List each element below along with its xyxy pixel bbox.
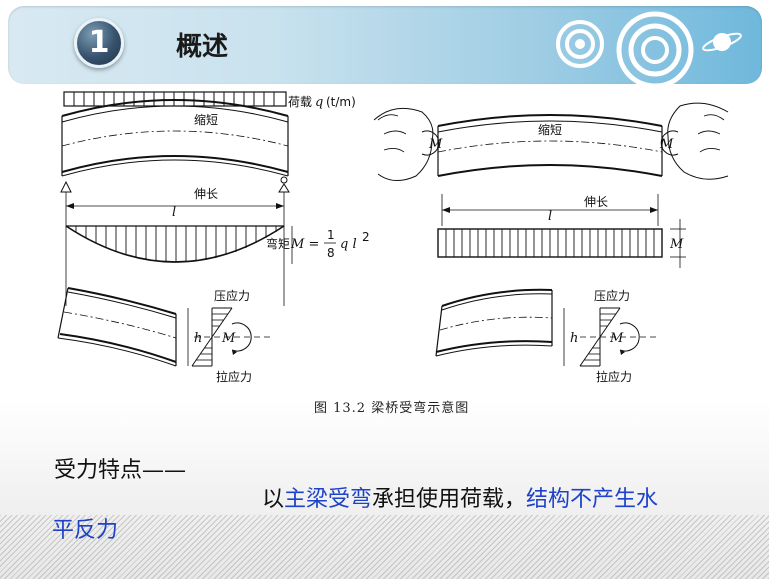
moment-denominator: 8 — [327, 246, 335, 260]
force-characteristic-heading: 受力特点—— — [54, 458, 187, 483]
text-segment-bear-load: 承担使用荷载， — [372, 487, 527, 512]
figure-caption: 图 13.2 梁桥受弯示意图 — [314, 401, 470, 416]
moment-symbol-stress-left: M — [221, 331, 236, 346]
span-label-right: l — [548, 209, 552, 224]
load-q-label: q — [315, 95, 323, 110]
background-gradient — [0, 400, 769, 579]
section-number-badge: 1 — [74, 18, 124, 68]
moment-numerator: 1 — [327, 228, 335, 242]
span-label-left: l — [172, 205, 176, 220]
height-label-right: h — [570, 331, 578, 346]
beam-bending-diagram: 荷载 q (t/m) 缩短 伸长 l 弯矩 M = 1 8 q l 2 — [57, 91, 729, 384]
height-label-left: h — [194, 331, 202, 346]
stress-diagram-left — [57, 287, 270, 367]
moment-diagram — [65, 225, 293, 264]
compress-label-left: 缩短 — [194, 112, 218, 127]
moment-symbol-hand-right: M — [659, 137, 674, 152]
moment-label: 弯矩 — [266, 236, 290, 251]
moment-symbol-rect: M — [669, 237, 684, 252]
force-characteristic-line3: 平反力 — [52, 518, 119, 543]
extend-label-left: 伸长 — [194, 187, 218, 201]
compressive-stress-label-left: 压应力 — [214, 288, 250, 303]
load-unit-label: (t/m) — [326, 95, 356, 109]
compress-label-right: 缩短 — [538, 122, 562, 137]
hands-bending-beam — [373, 102, 729, 268]
moment-exponent: 2 — [362, 230, 370, 244]
tensile-stress-label-right: 拉应力 — [596, 369, 632, 384]
moment-symbol-hand-left: M — [428, 137, 443, 152]
text-segment-main-girder-bending: 主梁受弯 — [284, 487, 373, 512]
moment-formula-m: M = — [290, 237, 319, 252]
text-segment-no-horizontal: 结构不产生水 — [526, 487, 659, 512]
slide-title: 概述 — [176, 32, 229, 62]
moment-ql: q l — [340, 237, 357, 252]
text-segment-a: 以 — [262, 487, 285, 512]
tensile-stress-label-left: 拉应力 — [216, 369, 252, 384]
extend-label-right: 伸长 — [584, 195, 608, 209]
stress-diagram-right — [435, 288, 658, 367]
background-hatch — [0, 515, 769, 579]
load-label: 荷载 — [288, 95, 312, 109]
moment-symbol-stress-right: M — [609, 331, 624, 346]
compressive-stress-label-right: 压应力 — [594, 288, 630, 303]
decorative-circles-icon — [556, 11, 742, 84]
left-loaded-beam — [60, 91, 290, 306]
force-characteristic-line2: 以主梁受弯承担使用荷载，结构不产生水 — [262, 481, 658, 513]
